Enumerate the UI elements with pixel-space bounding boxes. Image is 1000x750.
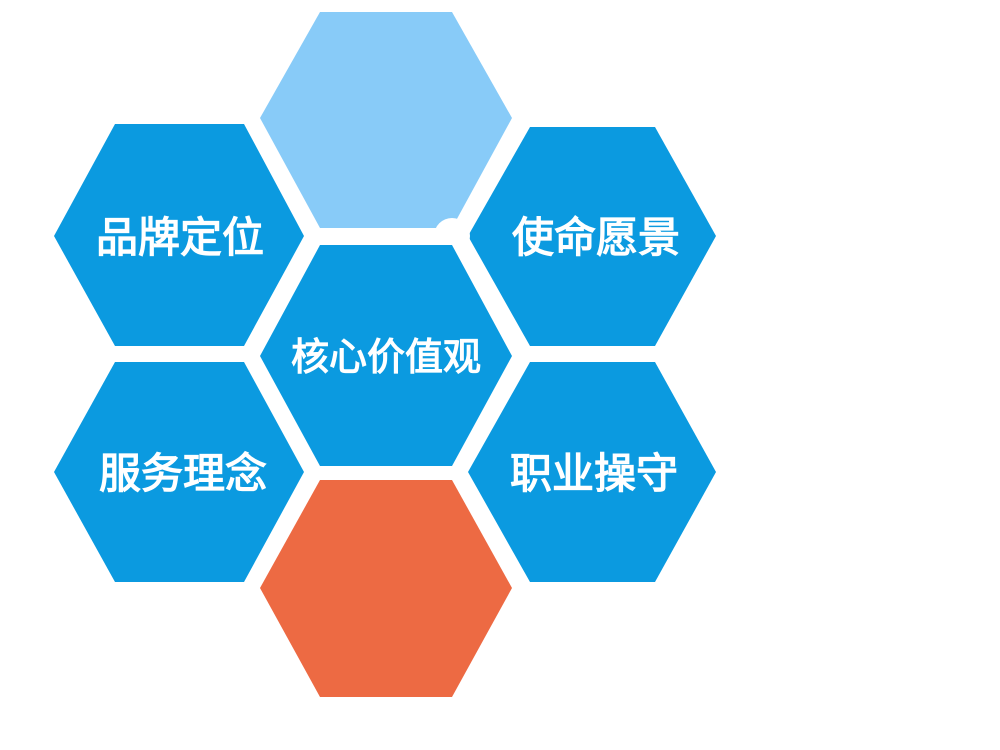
hex-mission-vision [468, 127, 716, 346]
label-core-values: 核心价值观 [291, 335, 481, 379]
label-service-philosophy: 服务理念 [99, 449, 267, 498]
hex-core-values [260, 245, 512, 466]
hex-service-philosophy [54, 362, 304, 582]
hex-brand-positioning [54, 124, 304, 346]
hex-bottom-accent [260, 480, 512, 697]
hex-professional-ethics [468, 362, 716, 582]
label-professional-ethics: 职业操守 [510, 449, 678, 498]
hex-top-accent [260, 12, 512, 228]
label-mission-vision: 使命愿景 [512, 213, 680, 262]
label-brand-positioning: 品牌定位 [96, 213, 264, 262]
